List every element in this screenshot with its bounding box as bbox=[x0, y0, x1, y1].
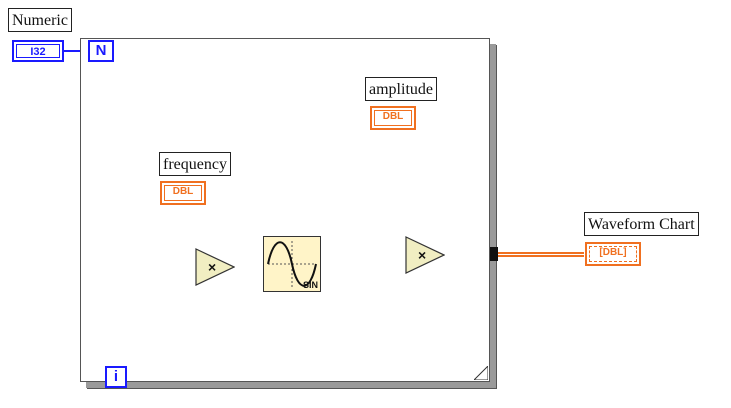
waveform-chart-terminal[interactable]: [DBL] bbox=[585, 242, 641, 266]
numeric-control-terminal[interactable]: I32 bbox=[12, 40, 64, 62]
multiply-symbol: × bbox=[208, 259, 216, 275]
i32-type-badge: I32 bbox=[16, 44, 60, 58]
amplitude-control-terminal[interactable]: DBL bbox=[370, 106, 416, 130]
frequency-control-terminal[interactable]: DBL bbox=[160, 181, 206, 205]
waveform-chart-label: Waveform Chart bbox=[584, 212, 699, 236]
loop-resize-corner-icon[interactable] bbox=[474, 366, 488, 380]
frequency-label: frequency bbox=[159, 152, 231, 176]
multiply-triangle-icon: × bbox=[405, 236, 446, 274]
multiply-node-amplitude[interactable]: × bbox=[405, 236, 446, 279]
loop-count-terminal[interactable]: N bbox=[88, 40, 114, 62]
multiply-triangle-icon: × bbox=[195, 248, 236, 286]
loop-iteration-terminal[interactable]: i bbox=[105, 366, 127, 388]
loop-output-tunnel[interactable] bbox=[490, 247, 498, 261]
frequency-dbl-badge: DBL bbox=[164, 185, 202, 201]
multiply-node-frequency[interactable]: × bbox=[195, 248, 236, 291]
sine-function-label: SIN bbox=[302, 280, 318, 290]
numeric-label: Numeric bbox=[8, 8, 72, 32]
waveform-chart-type-badge: [DBL] bbox=[589, 246, 637, 262]
multiply-symbol: × bbox=[418, 247, 426, 263]
sine-wave-icon bbox=[267, 241, 317, 287]
sine-function-node[interactable]: SIN bbox=[263, 236, 321, 292]
amplitude-dbl-badge: DBL bbox=[374, 110, 412, 126]
amplitude-label: amplitude bbox=[365, 77, 437, 101]
